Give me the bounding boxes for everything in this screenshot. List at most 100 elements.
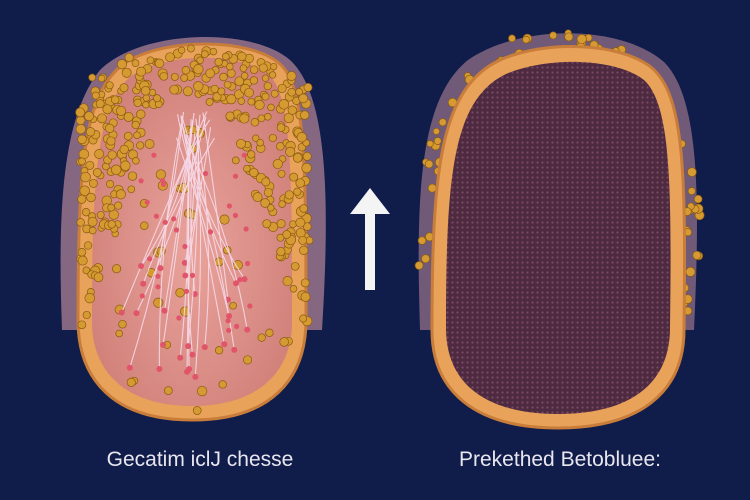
bead <box>278 99 290 110</box>
bead <box>140 86 151 96</box>
bead <box>205 98 214 106</box>
bead <box>110 95 120 104</box>
bead <box>153 297 164 308</box>
red-dot <box>157 265 164 272</box>
bead <box>86 192 96 203</box>
bead <box>289 172 299 182</box>
bead <box>225 111 235 121</box>
red-dot <box>186 366 193 372</box>
bead <box>237 97 246 105</box>
bead <box>299 204 308 213</box>
red-dot <box>147 256 153 262</box>
bead <box>193 64 204 75</box>
bead <box>249 65 259 74</box>
fiber-strand <box>185 138 248 330</box>
bead <box>226 94 237 105</box>
bead <box>77 255 88 266</box>
bead <box>96 210 105 219</box>
fiber-strand <box>202 112 229 300</box>
red-dot <box>140 280 147 287</box>
bead <box>239 113 250 124</box>
bead <box>522 35 530 44</box>
bead <box>693 194 703 204</box>
bead <box>433 137 442 145</box>
bead <box>80 171 91 183</box>
bead <box>226 68 236 78</box>
red-dot <box>244 326 251 333</box>
bead <box>205 68 216 79</box>
bead <box>261 92 270 101</box>
bead <box>218 380 227 389</box>
red-dot <box>243 226 249 232</box>
red-dot <box>231 346 238 353</box>
bead <box>276 247 286 257</box>
bead <box>76 115 86 126</box>
bead <box>576 34 587 45</box>
red-dot <box>189 351 196 358</box>
red-dot <box>233 280 239 287</box>
bead <box>293 187 302 196</box>
bead <box>276 219 286 229</box>
bead <box>75 107 86 118</box>
bead <box>270 62 278 71</box>
bead <box>136 66 147 77</box>
red-dot <box>173 227 180 233</box>
right-panel <box>414 29 705 430</box>
right-caption: Prekethed Betobluee: <box>459 448 661 471</box>
red-dot <box>162 219 168 225</box>
bead <box>102 104 113 115</box>
bead <box>300 291 311 302</box>
bead <box>268 71 277 79</box>
bead <box>76 218 85 227</box>
bead <box>107 150 117 160</box>
bead <box>92 168 102 177</box>
red-dot <box>221 341 228 348</box>
red-dot <box>183 288 190 294</box>
bead <box>276 123 286 132</box>
bead <box>263 187 273 198</box>
bead <box>257 114 266 123</box>
bead <box>219 214 230 225</box>
bead <box>277 169 286 178</box>
red-dot <box>182 243 188 250</box>
bead <box>154 58 165 69</box>
bead <box>508 34 516 43</box>
bead <box>95 99 105 109</box>
bead <box>300 278 310 288</box>
bead <box>287 105 297 115</box>
bead <box>142 94 150 102</box>
bead <box>239 64 248 73</box>
bead <box>123 131 133 141</box>
bead <box>212 92 222 102</box>
red-dot <box>155 284 161 290</box>
bead <box>153 94 161 103</box>
red-dot <box>245 260 251 267</box>
bead <box>180 73 189 82</box>
bead <box>231 156 240 165</box>
bead <box>221 52 230 61</box>
red-dot <box>226 313 233 319</box>
bead <box>120 160 131 171</box>
bead <box>277 83 287 94</box>
bead <box>144 139 155 149</box>
fiber-strand <box>180 115 245 280</box>
bead <box>107 203 116 212</box>
bead <box>261 74 270 82</box>
bead <box>88 178 98 188</box>
bead <box>685 266 696 277</box>
bead <box>298 93 309 104</box>
bead <box>77 320 87 330</box>
bead <box>110 164 122 176</box>
red-dot <box>232 212 238 219</box>
bead <box>249 76 259 85</box>
bead <box>127 171 138 181</box>
fiber-strand <box>142 137 215 284</box>
bead <box>87 216 98 227</box>
red-dot <box>202 170 209 177</box>
red-dot <box>160 341 167 348</box>
bead <box>146 56 155 65</box>
red-dot <box>155 273 161 279</box>
bead <box>181 66 191 75</box>
bead <box>236 138 246 149</box>
bead <box>223 80 232 89</box>
